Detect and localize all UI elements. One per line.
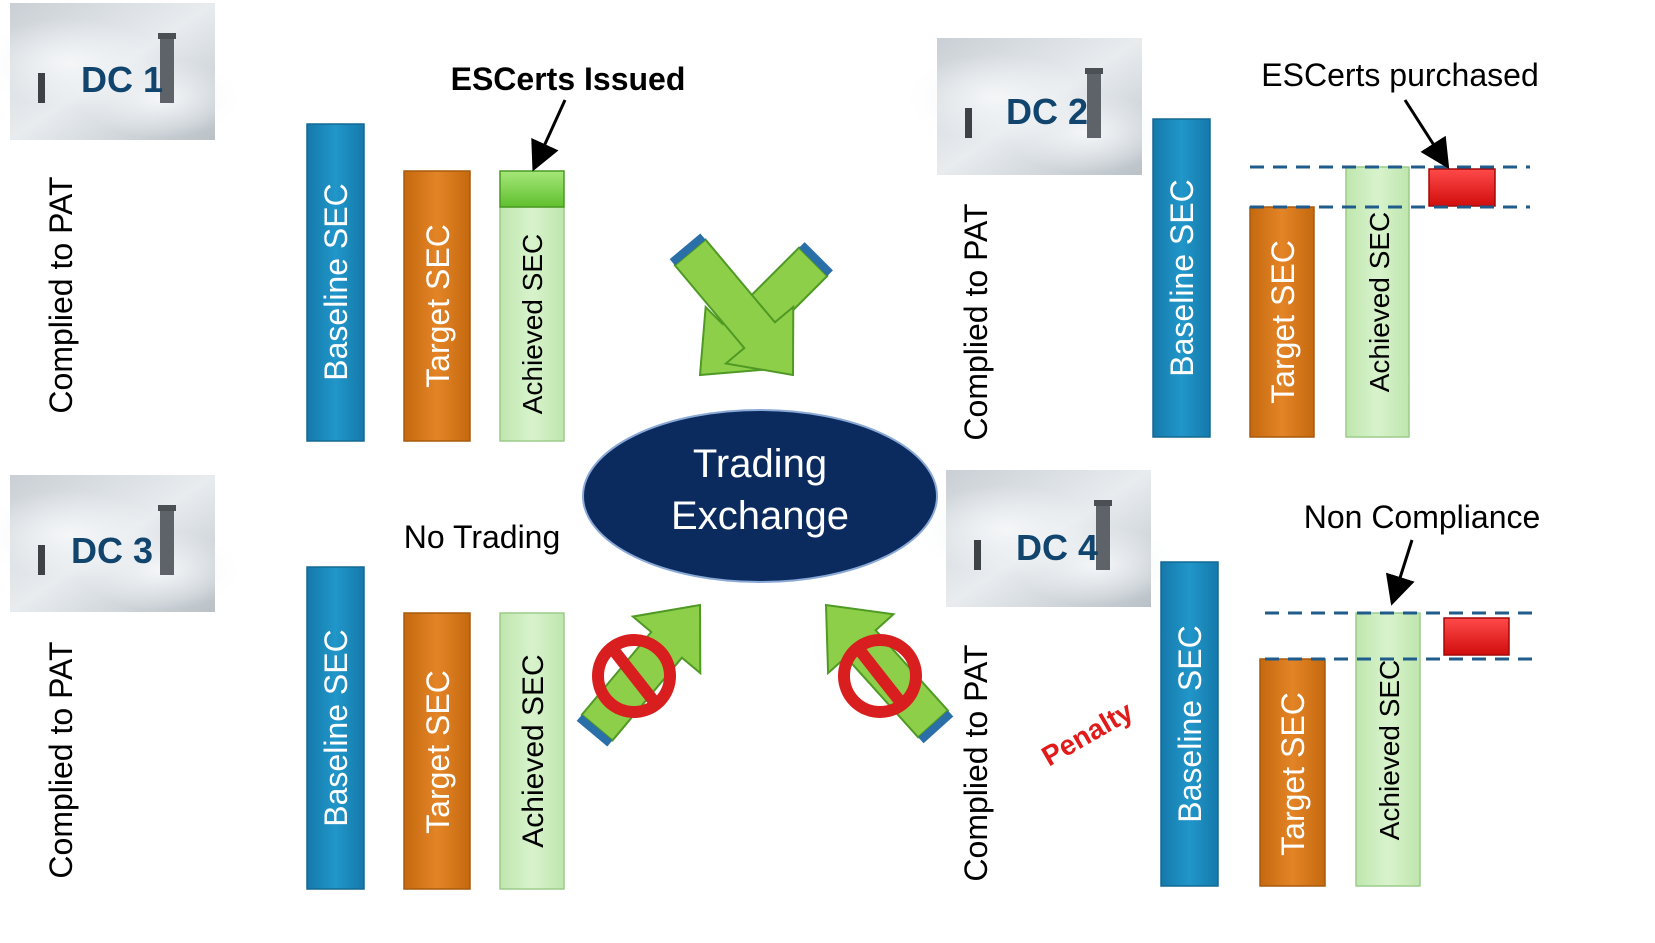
dc2-annotation: ESCerts purchased: [1261, 57, 1538, 93]
dc4-side-label: Complied to PAT: [958, 644, 994, 881]
dc2-side-label: Complied to PAT: [958, 203, 994, 440]
dc1-baseline-bar: [306, 123, 365, 442]
dc2-target-label: Target SEC: [1265, 240, 1301, 404]
dc2-baseline-label: Baseline SEC: [1164, 179, 1200, 376]
dc3-label: DC 3: [71, 530, 153, 571]
dc4-annotation: Non Compliance: [1304, 499, 1541, 535]
dc4-annotation-pointer: [1385, 539, 1415, 606]
dc4-deficit-block: [1443, 617, 1510, 656]
dc1-label: DC 1: [81, 59, 163, 100]
dc3-annotation: No Trading: [404, 519, 561, 555]
dc3-target-label: Target SEC: [420, 670, 456, 834]
dc3-side-label: Complied to PAT: [43, 641, 79, 878]
dc4-blocked-arrow: [824, 603, 954, 744]
dc2-achieved-label: Achieved SEC: [1364, 212, 1395, 393]
dc1-annotation-pointer: [531, 99, 567, 172]
dc2-deficit-block: [1428, 168, 1496, 207]
trading-exchange-line1: Trading: [693, 442, 827, 486]
dc3-baseline-bar: [306, 566, 365, 890]
dc4-target-label: Target SEC: [1275, 692, 1311, 856]
dc2-to-exchange-arrow: [669, 233, 795, 377]
dc1-side-label: Complied to PAT: [43, 176, 79, 413]
dc2-target-bar: [1249, 206, 1315, 438]
dc4-target-bar: [1259, 658, 1326, 887]
dc2-baseline-bar: [1152, 118, 1211, 438]
dc4-baseline-bar: [1160, 561, 1219, 887]
dc2-label: DC 2: [1006, 91, 1088, 132]
dc3-achieved-label: Achieved SEC: [517, 654, 550, 847]
dc2-annotation-pointer: [1403, 99, 1450, 170]
dc1-target-bar: [403, 170, 471, 442]
penalty-label: Penalty: [1036, 695, 1138, 772]
dc3-blocked-arrow: [576, 603, 702, 747]
dc1-escerts-block: [499, 170, 565, 208]
trading-exchange-ellipse: [582, 409, 938, 583]
dc3-achieved-bar: [499, 612, 565, 890]
dc1-achieved-label: Achieved SEC: [517, 234, 548, 415]
dc4-prohibited-icon: [838, 634, 922, 718]
dc1-annotation: ESCerts Issued: [451, 61, 686, 97]
dc4-achieved-label: Achieved SEC: [1374, 660, 1405, 841]
trading-exchange-line2: Exchange: [671, 494, 849, 538]
dc3-prohibited-icon: [592, 634, 676, 718]
dc4-baseline-label: Baseline SEC: [1172, 625, 1208, 822]
dc1-target-label: Target SEC: [420, 224, 456, 388]
dc1-baseline-label: Baseline SEC: [318, 183, 354, 380]
dc4-label: DC 4: [1016, 527, 1098, 568]
dc3-baseline-label: Baseline SEC: [318, 629, 354, 826]
dc2-achieved-bar: [1345, 166, 1410, 438]
dc3-target-bar: [403, 612, 471, 890]
